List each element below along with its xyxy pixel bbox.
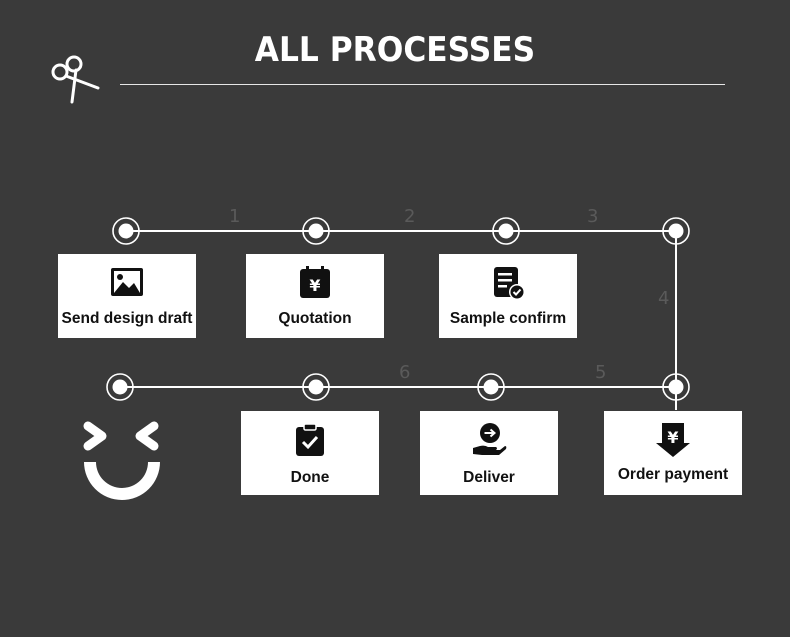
path-node	[106, 373, 134, 401]
yen-arrow-icon: ¥	[656, 423, 690, 457]
step-label: Done	[290, 469, 330, 486]
step-number: 1	[229, 206, 241, 227]
step-label: Quotation	[278, 310, 352, 327]
path-node-group	[106, 217, 690, 401]
step-number: 6	[399, 362, 411, 383]
image-icon	[111, 268, 143, 296]
path-node	[302, 373, 330, 401]
document-check-icon	[494, 267, 525, 300]
path-node	[112, 217, 140, 245]
svg-text:¥: ¥	[667, 428, 678, 447]
smiley-face-icon	[83, 421, 160, 500]
step-card-done: Done	[241, 411, 379, 495]
svg-text:¥: ¥	[309, 276, 320, 295]
calendar-yen-icon: ¥	[300, 266, 330, 298]
path-node	[302, 217, 330, 245]
path-node	[662, 217, 690, 245]
step-label: Order payment	[617, 466, 729, 483]
step-card-quotation: ¥ Quotation	[246, 254, 384, 338]
step-label: Deliver	[463, 469, 515, 486]
step-number: 2	[404, 206, 416, 227]
step-number: 3	[587, 206, 599, 227]
scissors-icon	[51, 55, 100, 104]
step-card-sample-confirm: Sample confirm	[439, 254, 577, 338]
hand-arrow-icon	[473, 423, 507, 455]
step-number: 5	[595, 362, 607, 383]
step-label: Send design draft	[61, 310, 193, 327]
clipboard-check-icon	[296, 423, 324, 456]
step-number: 4	[658, 288, 670, 309]
title-divider	[120, 84, 725, 85]
step-card-deliver: Deliver	[420, 411, 558, 495]
step-label: Sample confirm	[449, 310, 567, 327]
path-node	[662, 373, 690, 401]
page-title: ALL PROCESSES	[254, 30, 536, 70]
step-card-send-design-draft: Send design draft	[58, 254, 196, 338]
step-card-order-payment: ¥ Order payment	[604, 411, 742, 495]
path-node	[477, 373, 505, 401]
path-node	[492, 217, 520, 245]
